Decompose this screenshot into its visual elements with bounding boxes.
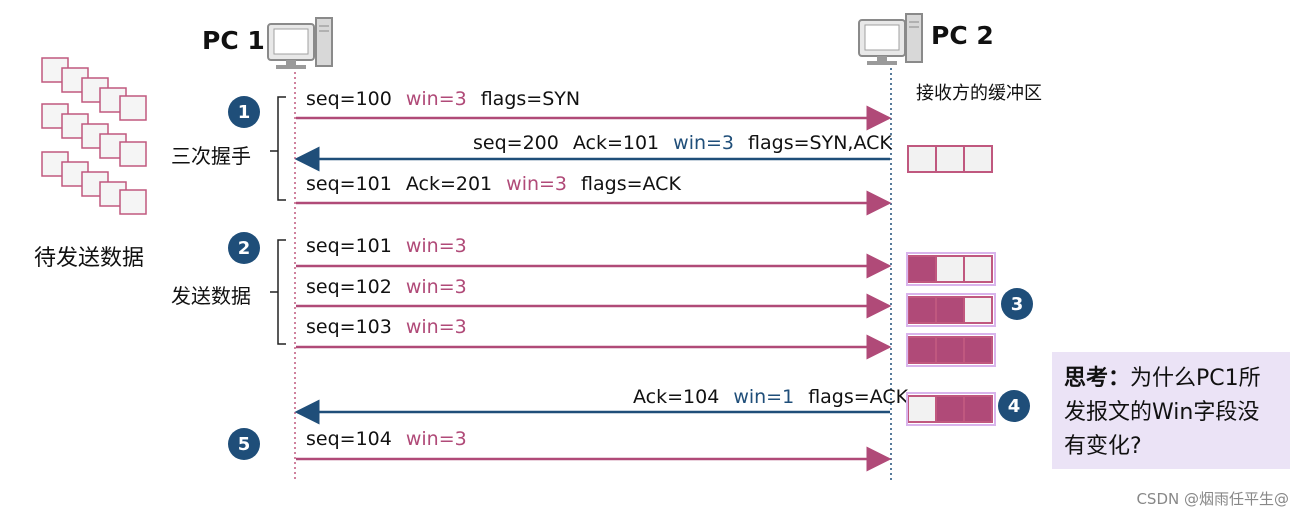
receiver-buffer [906, 252, 996, 286]
receiver-buffer [906, 293, 996, 327]
pc1-label: PC 1 [202, 26, 265, 55]
pending-data-label: 待发送数据 [34, 246, 145, 271]
think-label: 思考： [1064, 366, 1131, 391]
handshake-label: 三次握手 [171, 144, 251, 168]
buffer-cell [963, 395, 993, 423]
step-badge-1: 1 [228, 96, 260, 128]
buffer-cell [935, 145, 965, 173]
receiver-buffer-label: 接收方的缓冲区 [916, 83, 1042, 104]
send-data-label: 发送数据 [171, 284, 251, 308]
buffer-cell [935, 255, 965, 283]
buffer-cell [963, 296, 993, 324]
buffer-cell [935, 336, 965, 364]
receiver-buffer [906, 333, 996, 367]
receiver-buffer [907, 145, 993, 173]
pending-data-stack [41, 57, 147, 215]
buffer-cell [963, 255, 993, 283]
buffer-cell [963, 145, 993, 173]
send-bracket [270, 239, 286, 345]
buffer-cell [907, 145, 937, 173]
step-badge-3: 3 [1001, 288, 1033, 320]
buffer-cell [907, 255, 937, 283]
buffer-cell [935, 296, 965, 324]
handshake-bracket [270, 96, 286, 201]
watermark: CSDN @烟雨任平生@ [1136, 490, 1289, 508]
buffer-cell [907, 336, 937, 364]
think-question: 为什么PC1所发报文的Win字段没有变化? [1064, 366, 1261, 459]
step-badge-4: 4 [998, 390, 1030, 422]
buffer-cell [963, 336, 993, 364]
buffer-cell [907, 395, 937, 423]
pc2-label: PC 2 [931, 21, 994, 50]
pc1-computer-icon [267, 17, 333, 69]
step-badge-5: 5 [228, 428, 260, 460]
buffer-cell [907, 296, 937, 324]
pc2-computer-icon [858, 13, 923, 65]
receiver-buffer [906, 392, 996, 426]
step-badge-2: 2 [228, 232, 260, 264]
think-question-box: 思考：为什么PC1所发报文的Win字段没有变化? [1052, 352, 1290, 469]
buffer-cell [935, 395, 965, 423]
